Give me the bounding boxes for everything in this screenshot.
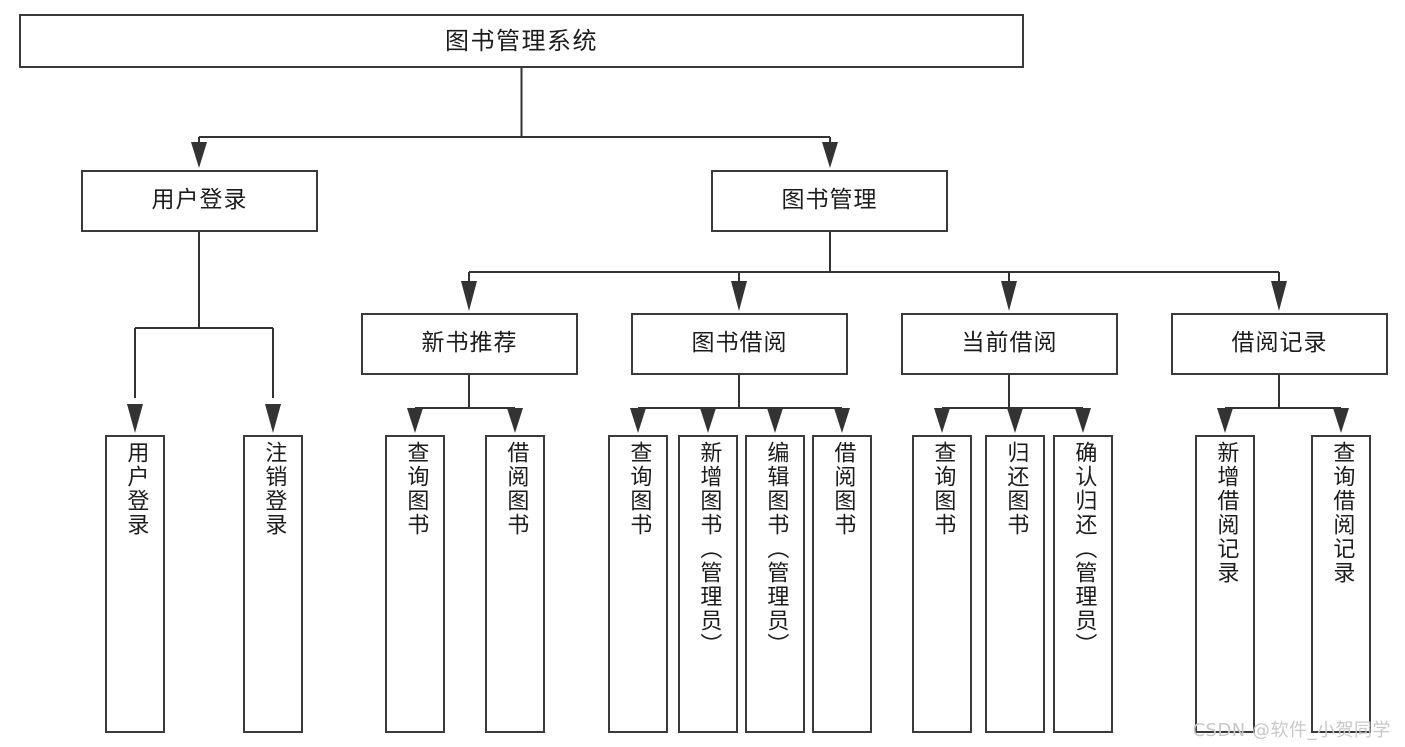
arrow-to-leaf-user-login [127,404,143,433]
node-leaf-add-book-admin[interactable]: 新增图书（管理员） [678,435,738,733]
arrow-to-current-borrow [1001,281,1017,311]
arrow-to-leaf-borrow-book [834,408,850,433]
node-root-label: 图书管理系统 [445,26,598,55]
node-user-login[interactable]: 用户登录 [81,170,318,232]
node-leaf-query-book-borrow-label: 查询图书 [626,441,652,537]
node-borrow-record-label: 借阅记录 [1231,330,1328,357]
node-leaf-add-book-admin-label: 新增图书（管理员） [696,441,722,657]
node-leaf-add-borrow-record-label: 新增借阅记录 [1213,441,1239,585]
csdn-watermark: CSDN @软件_小贺同学 [1192,720,1391,741]
arrow-to-leaf-edit-book-admin [767,408,783,433]
node-user-login-label: 用户登录 [151,187,248,214]
arrow-to-book-management [822,142,838,168]
node-leaf-query-book-recommend-label: 查询图书 [403,441,429,537]
node-leaf-query-book-current-label: 查询图书 [930,441,956,537]
node-book-borrow[interactable]: 图书借阅 [631,313,848,375]
node-leaf-query-borrow-record[interactable]: 查询借阅记录 [1311,435,1371,733]
node-leaf-query-book-current[interactable]: 查询图书 [912,435,972,733]
node-book-borrow-label: 图书借阅 [691,330,788,357]
arrow-to-leaf-confirm-return-admin [1075,408,1091,433]
arrow-to-leaf-query-book-current [934,408,950,433]
arrow-to-book-borrow [731,281,747,311]
node-leaf-return-book[interactable]: 归还图书 [985,435,1045,733]
node-leaf-return-book-label: 归还图书 [1003,441,1029,537]
node-leaf-borrow-book-label: 借阅图书 [830,441,856,537]
node-leaf-borrow-book-recommend-label: 借阅图书 [503,441,529,537]
node-book-management[interactable]: 图书管理 [711,170,948,232]
arrow-to-leaf-return-book [1007,408,1023,433]
node-leaf-user-login[interactable]: 用户登录 [105,435,165,733]
arrow-to-leaf-query-book-recommend [407,408,423,433]
node-new-book-recommend[interactable]: 新书推荐 [361,313,578,375]
node-leaf-edit-book-admin[interactable]: 编辑图书（管理员） [745,435,805,733]
node-leaf-borrow-book[interactable]: 借阅图书 [812,435,872,733]
node-leaf-confirm-return-admin-label: 确认归还（管理员） [1071,441,1097,657]
arrow-to-borrow-record [1271,281,1287,311]
arrow-to-leaf-borrow-book-recommend [507,408,523,433]
arrow-to-leaf-logout-login [265,404,281,433]
arrow-to-leaf-add-book-admin [700,408,716,433]
node-borrow-record[interactable]: 借阅记录 [1171,313,1388,375]
node-leaf-edit-book-admin-label: 编辑图书（管理员） [763,441,789,657]
arrow-to-user-login [191,142,207,168]
node-leaf-add-borrow-record[interactable]: 新增借阅记录 [1195,435,1255,733]
node-book-management-label: 图书管理 [781,187,878,214]
arrow-to-leaf-query-borrow-record [1333,408,1349,433]
node-leaf-query-book-recommend[interactable]: 查询图书 [385,435,445,733]
arrow-to-new-book-recommend [461,281,477,311]
node-root-book-management-system[interactable]: 图书管理系统 [19,14,1024,68]
node-current-borrow-label: 当前借阅 [961,330,1058,357]
node-leaf-query-book-borrow[interactable]: 查询图书 [608,435,668,733]
node-leaf-query-borrow-record-label: 查询借阅记录 [1329,441,1355,585]
node-leaf-user-login-label: 用户登录 [123,441,149,537]
node-new-book-recommend-label: 新书推荐 [421,330,518,357]
node-leaf-logout-login[interactable]: 注销登录 [243,435,303,733]
node-current-borrow[interactable]: 当前借阅 [901,313,1118,375]
arrow-to-leaf-add-borrow-record [1217,408,1233,433]
node-leaf-confirm-return-admin[interactable]: 确认归还（管理员） [1053,435,1113,733]
node-leaf-logout-login-label: 注销登录 [261,441,287,537]
node-leaf-borrow-book-recommend[interactable]: 借阅图书 [485,435,545,733]
arrow-to-leaf-query-book-borrow [630,408,646,433]
